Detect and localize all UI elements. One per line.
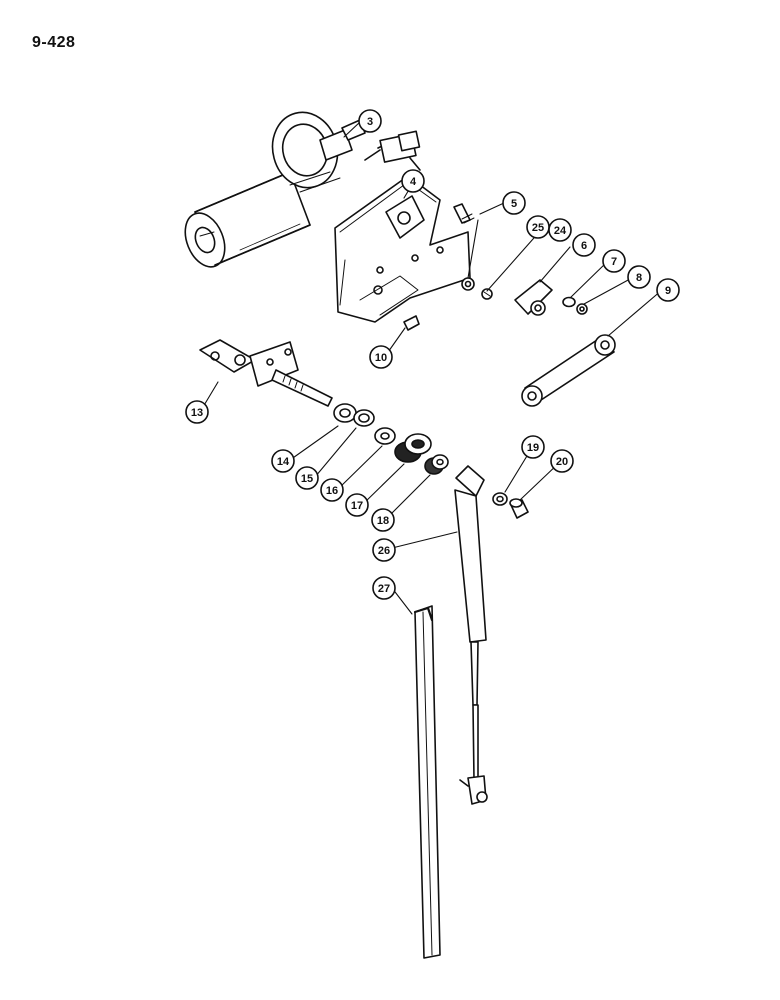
callout-label: 13 bbox=[191, 407, 203, 419]
callout-label: 24 bbox=[554, 225, 567, 237]
washer-part-19 bbox=[492, 492, 508, 506]
callout-circle bbox=[271, 449, 295, 473]
callout-label: 5 bbox=[511, 198, 517, 210]
callout-circle bbox=[401, 169, 425, 193]
wiper-blade bbox=[413, 605, 441, 959]
callout-circle bbox=[627, 265, 651, 289]
callout-15: 15 bbox=[295, 466, 319, 490]
callout-3: 3 bbox=[358, 109, 382, 133]
connecting-link bbox=[521, 334, 616, 407]
callout-7: 7 bbox=[602, 249, 626, 273]
callout-circle bbox=[185, 400, 209, 424]
callout-label: 7 bbox=[611, 256, 617, 268]
callout-26: 26 bbox=[372, 538, 396, 562]
callout-label: 19 bbox=[527, 442, 539, 454]
nut-part-16 bbox=[374, 427, 396, 445]
callout-18: 18 bbox=[371, 508, 395, 532]
callout-13: 13 bbox=[185, 400, 209, 424]
callout-circle bbox=[502, 191, 526, 215]
screw-part-5 bbox=[453, 203, 475, 224]
callout-9: 9 bbox=[656, 278, 680, 302]
bushing-part-17 bbox=[394, 433, 432, 463]
callout-circle bbox=[548, 218, 572, 242]
page-number: 9-428 bbox=[32, 34, 76, 51]
callout-circle bbox=[372, 576, 396, 600]
callout-24: 24 bbox=[548, 218, 572, 242]
callout-5: 5 bbox=[502, 191, 526, 215]
washer-part-14 bbox=[333, 403, 357, 423]
pivot-shaft bbox=[199, 339, 333, 407]
callout-circle bbox=[369, 345, 393, 369]
knurled-nut-part-18 bbox=[424, 454, 449, 475]
callout-label: 3 bbox=[367, 116, 373, 128]
callout-14: 14 bbox=[271, 449, 295, 473]
callout-label: 8 bbox=[636, 272, 642, 284]
wiper-arm bbox=[454, 465, 488, 805]
callout-label: 15 bbox=[301, 473, 313, 485]
washer-part-7 bbox=[562, 296, 576, 308]
callout-label: 10 bbox=[375, 352, 387, 364]
callout-label: 17 bbox=[351, 500, 363, 512]
callout-17: 17 bbox=[345, 493, 369, 517]
callout-label: 27 bbox=[378, 583, 390, 595]
nut-part-25 bbox=[461, 277, 475, 291]
callout-circle bbox=[372, 538, 396, 562]
callout-19: 19 bbox=[521, 435, 545, 459]
cap-nut-part-20 bbox=[509, 498, 529, 519]
crank-arm bbox=[514, 279, 553, 316]
callout-16: 16 bbox=[320, 478, 344, 502]
washer-part-15 bbox=[353, 409, 375, 427]
screw-part-24 bbox=[481, 288, 493, 300]
callout-circle bbox=[656, 278, 680, 302]
callout-20: 20 bbox=[550, 449, 574, 473]
callout-circle bbox=[572, 233, 596, 257]
callout-label: 16 bbox=[326, 485, 338, 497]
callout-circle bbox=[345, 493, 369, 517]
nut-part-8 bbox=[576, 303, 588, 315]
callout-label: 25 bbox=[532, 222, 544, 234]
callout-label: 6 bbox=[581, 240, 587, 252]
screw-part-10 bbox=[403, 315, 420, 331]
mounting-bracket bbox=[334, 175, 471, 323]
callout-circle bbox=[602, 249, 626, 273]
callout-6: 6 bbox=[572, 233, 596, 257]
callout-circle bbox=[295, 466, 319, 490]
callout-label: 20 bbox=[556, 456, 568, 468]
callout-label: 14 bbox=[277, 456, 290, 468]
wiper-motor bbox=[184, 111, 421, 268]
callout-circle bbox=[371, 508, 395, 532]
callout-label: 18 bbox=[377, 515, 389, 527]
callout-circle bbox=[358, 109, 382, 133]
callout-label: 4 bbox=[410, 176, 417, 188]
callout-4: 4 bbox=[401, 169, 425, 193]
callout-27: 27 bbox=[372, 576, 396, 600]
callout-group: 3 4 5 25 24 6 7 8 9 10 13 14 15 16 17 18 19 20 26 27 bbox=[185, 109, 680, 600]
callout-8: 8 bbox=[627, 265, 651, 289]
callout-25: 25 bbox=[526, 215, 550, 239]
callout-10: 10 bbox=[369, 345, 393, 369]
callout-label: 26 bbox=[378, 545, 390, 557]
callout-circle bbox=[550, 449, 574, 473]
leader-lines bbox=[199, 121, 663, 615]
callout-circle bbox=[320, 478, 344, 502]
callout-circle bbox=[521, 435, 545, 459]
callout-label: 9 bbox=[665, 285, 671, 297]
